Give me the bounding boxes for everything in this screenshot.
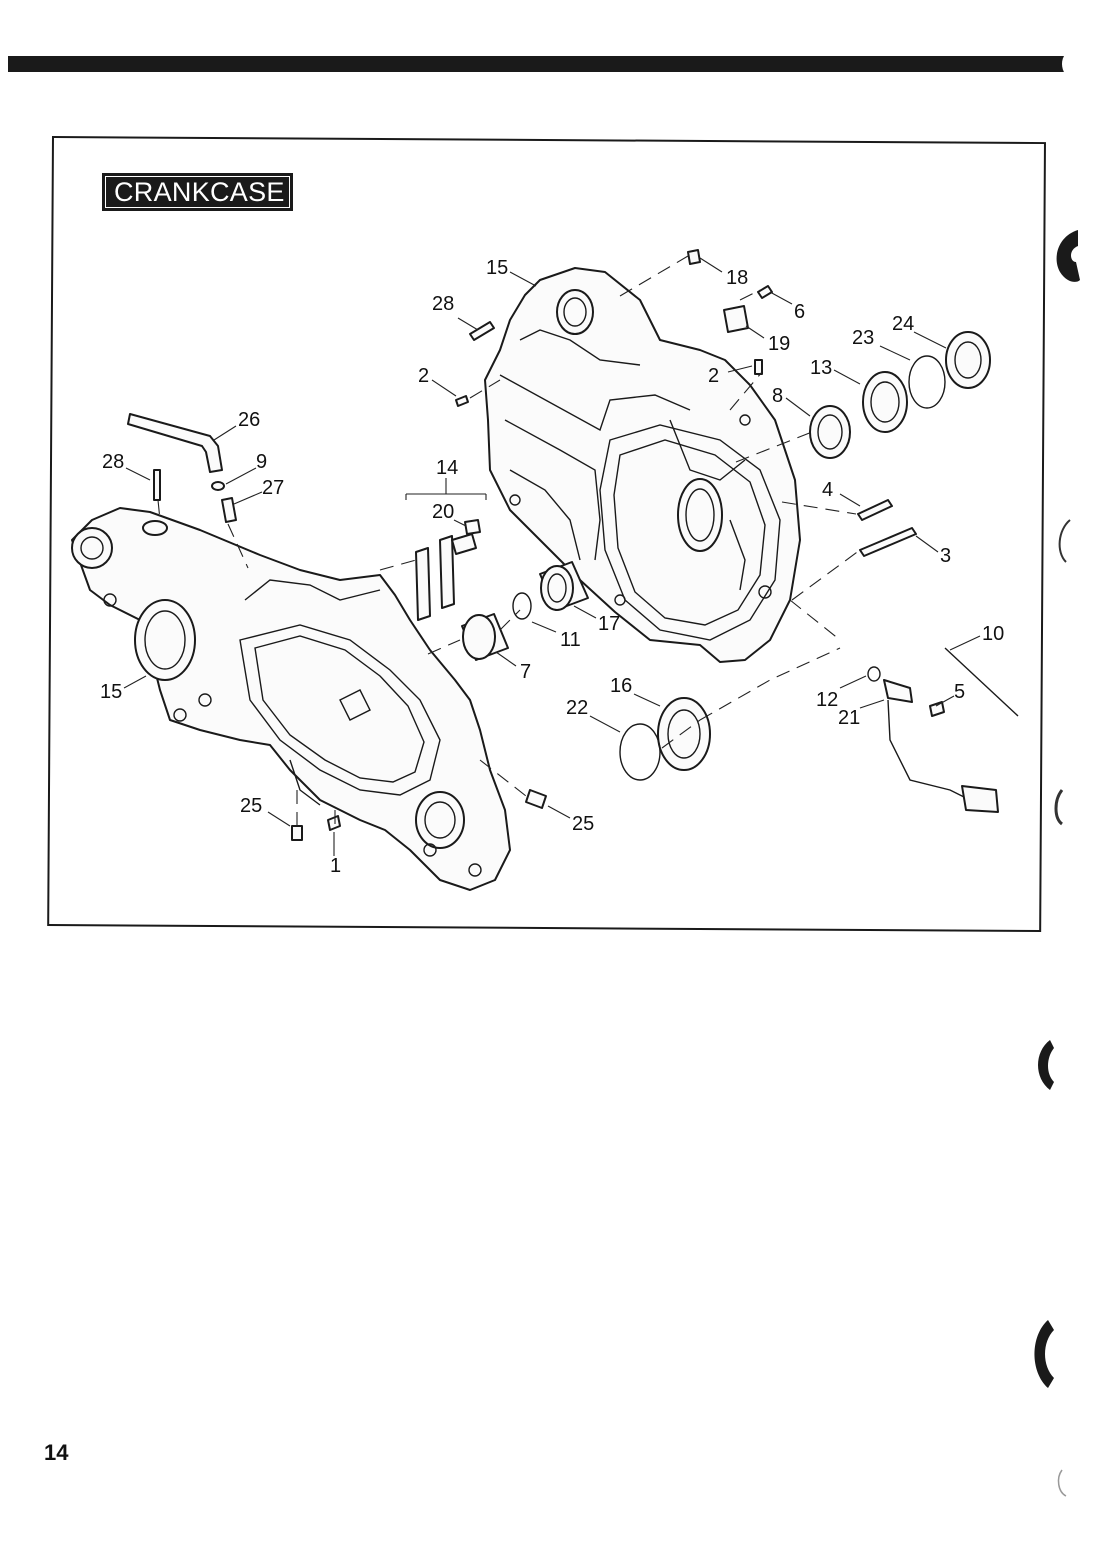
header-band-notch: [1062, 50, 1084, 78]
callout-25-right: 25: [572, 813, 594, 835]
callout-4: 4: [822, 479, 833, 501]
plug-bottom-right: [525, 789, 547, 809]
dowel-pin-left: [455, 395, 469, 407]
callout-26: 26: [238, 409, 260, 431]
callout-15-left: 15: [100, 681, 122, 703]
breather-hose: [127, 413, 223, 473]
spacer: [945, 331, 991, 389]
callout-12: 12: [816, 689, 838, 711]
callout-1: 1: [330, 855, 341, 877]
sensor-connector: [961, 785, 999, 813]
retaining-ring: [512, 592, 532, 620]
oil-jet-plate-a: [415, 547, 431, 621]
callout-6: 6: [794, 301, 805, 323]
callout-28-top: 28: [432, 293, 454, 315]
screw: [757, 285, 773, 299]
crankcase-half-left: [71, 507, 511, 891]
crankcase-half-right: [484, 267, 801, 663]
retaining-ring-large: [908, 355, 946, 409]
callout-11: 11: [560, 629, 581, 651]
page-header-band: [8, 56, 1080, 72]
assembly-lines: [157, 255, 861, 830]
callouts: 15 18 28 6 19 23 24 2 2 13 8 26 28 9 14 …: [100, 257, 1004, 877]
callout-3: 3: [940, 545, 951, 567]
stud-top: [469, 321, 495, 341]
callout-21: 21: [838, 707, 860, 729]
stud-left: [153, 469, 161, 501]
callout-20: 20: [432, 501, 454, 523]
sensor-screw: [929, 701, 945, 717]
dowel-pin-right: [754, 359, 763, 375]
callout-10: 10: [982, 623, 1004, 645]
callout-17: 17: [598, 613, 620, 635]
callout-27: 27: [262, 477, 284, 499]
breather-fitting: [221, 497, 237, 523]
oil-jet-arm: [451, 533, 477, 555]
oil-jet-screw: [464, 519, 481, 535]
callout-25-left: 25: [240, 795, 262, 817]
callout-5: 5: [954, 681, 965, 703]
callout-13: 13: [810, 357, 832, 379]
hose-clamp: [211, 481, 225, 491]
sprocket-bearing: [862, 371, 908, 433]
callout-14: 14: [436, 457, 458, 479]
callout-9: 9: [256, 451, 267, 473]
bolt-long: [859, 527, 917, 557]
plug: [687, 249, 701, 265]
crank-position-sensor: [883, 679, 913, 703]
callout-2-right: 2: [708, 365, 719, 387]
oil-jet-plate-b: [439, 535, 455, 609]
callout-22: 22: [566, 697, 588, 719]
callout-7: 7: [520, 661, 531, 683]
callout-16: 16: [610, 675, 632, 697]
callout-23: 23: [852, 327, 874, 349]
section-title: CRANKCASE: [102, 173, 293, 211]
leader-lines: [123, 257, 981, 856]
retaining-ring-bearing: [619, 723, 661, 781]
page-number: 14: [44, 1440, 69, 1465]
wire-clip: [944, 647, 1019, 717]
callout-19: 19: [768, 333, 790, 355]
oil-seal: [809, 405, 851, 459]
plug-bottom-left: [291, 825, 303, 841]
callout-2-left: 2: [418, 365, 429, 387]
callout-28-left: 28: [102, 451, 124, 473]
callout-8: 8: [772, 385, 783, 407]
bolt-short: [857, 499, 893, 521]
cover-plate: [723, 305, 749, 333]
callout-24: 24: [892, 313, 914, 335]
o-ring: [867, 666, 881, 682]
roller-bearing: [657, 697, 711, 771]
callout-15-top: 15: [486, 257, 508, 279]
callout-18: 18: [726, 267, 748, 289]
